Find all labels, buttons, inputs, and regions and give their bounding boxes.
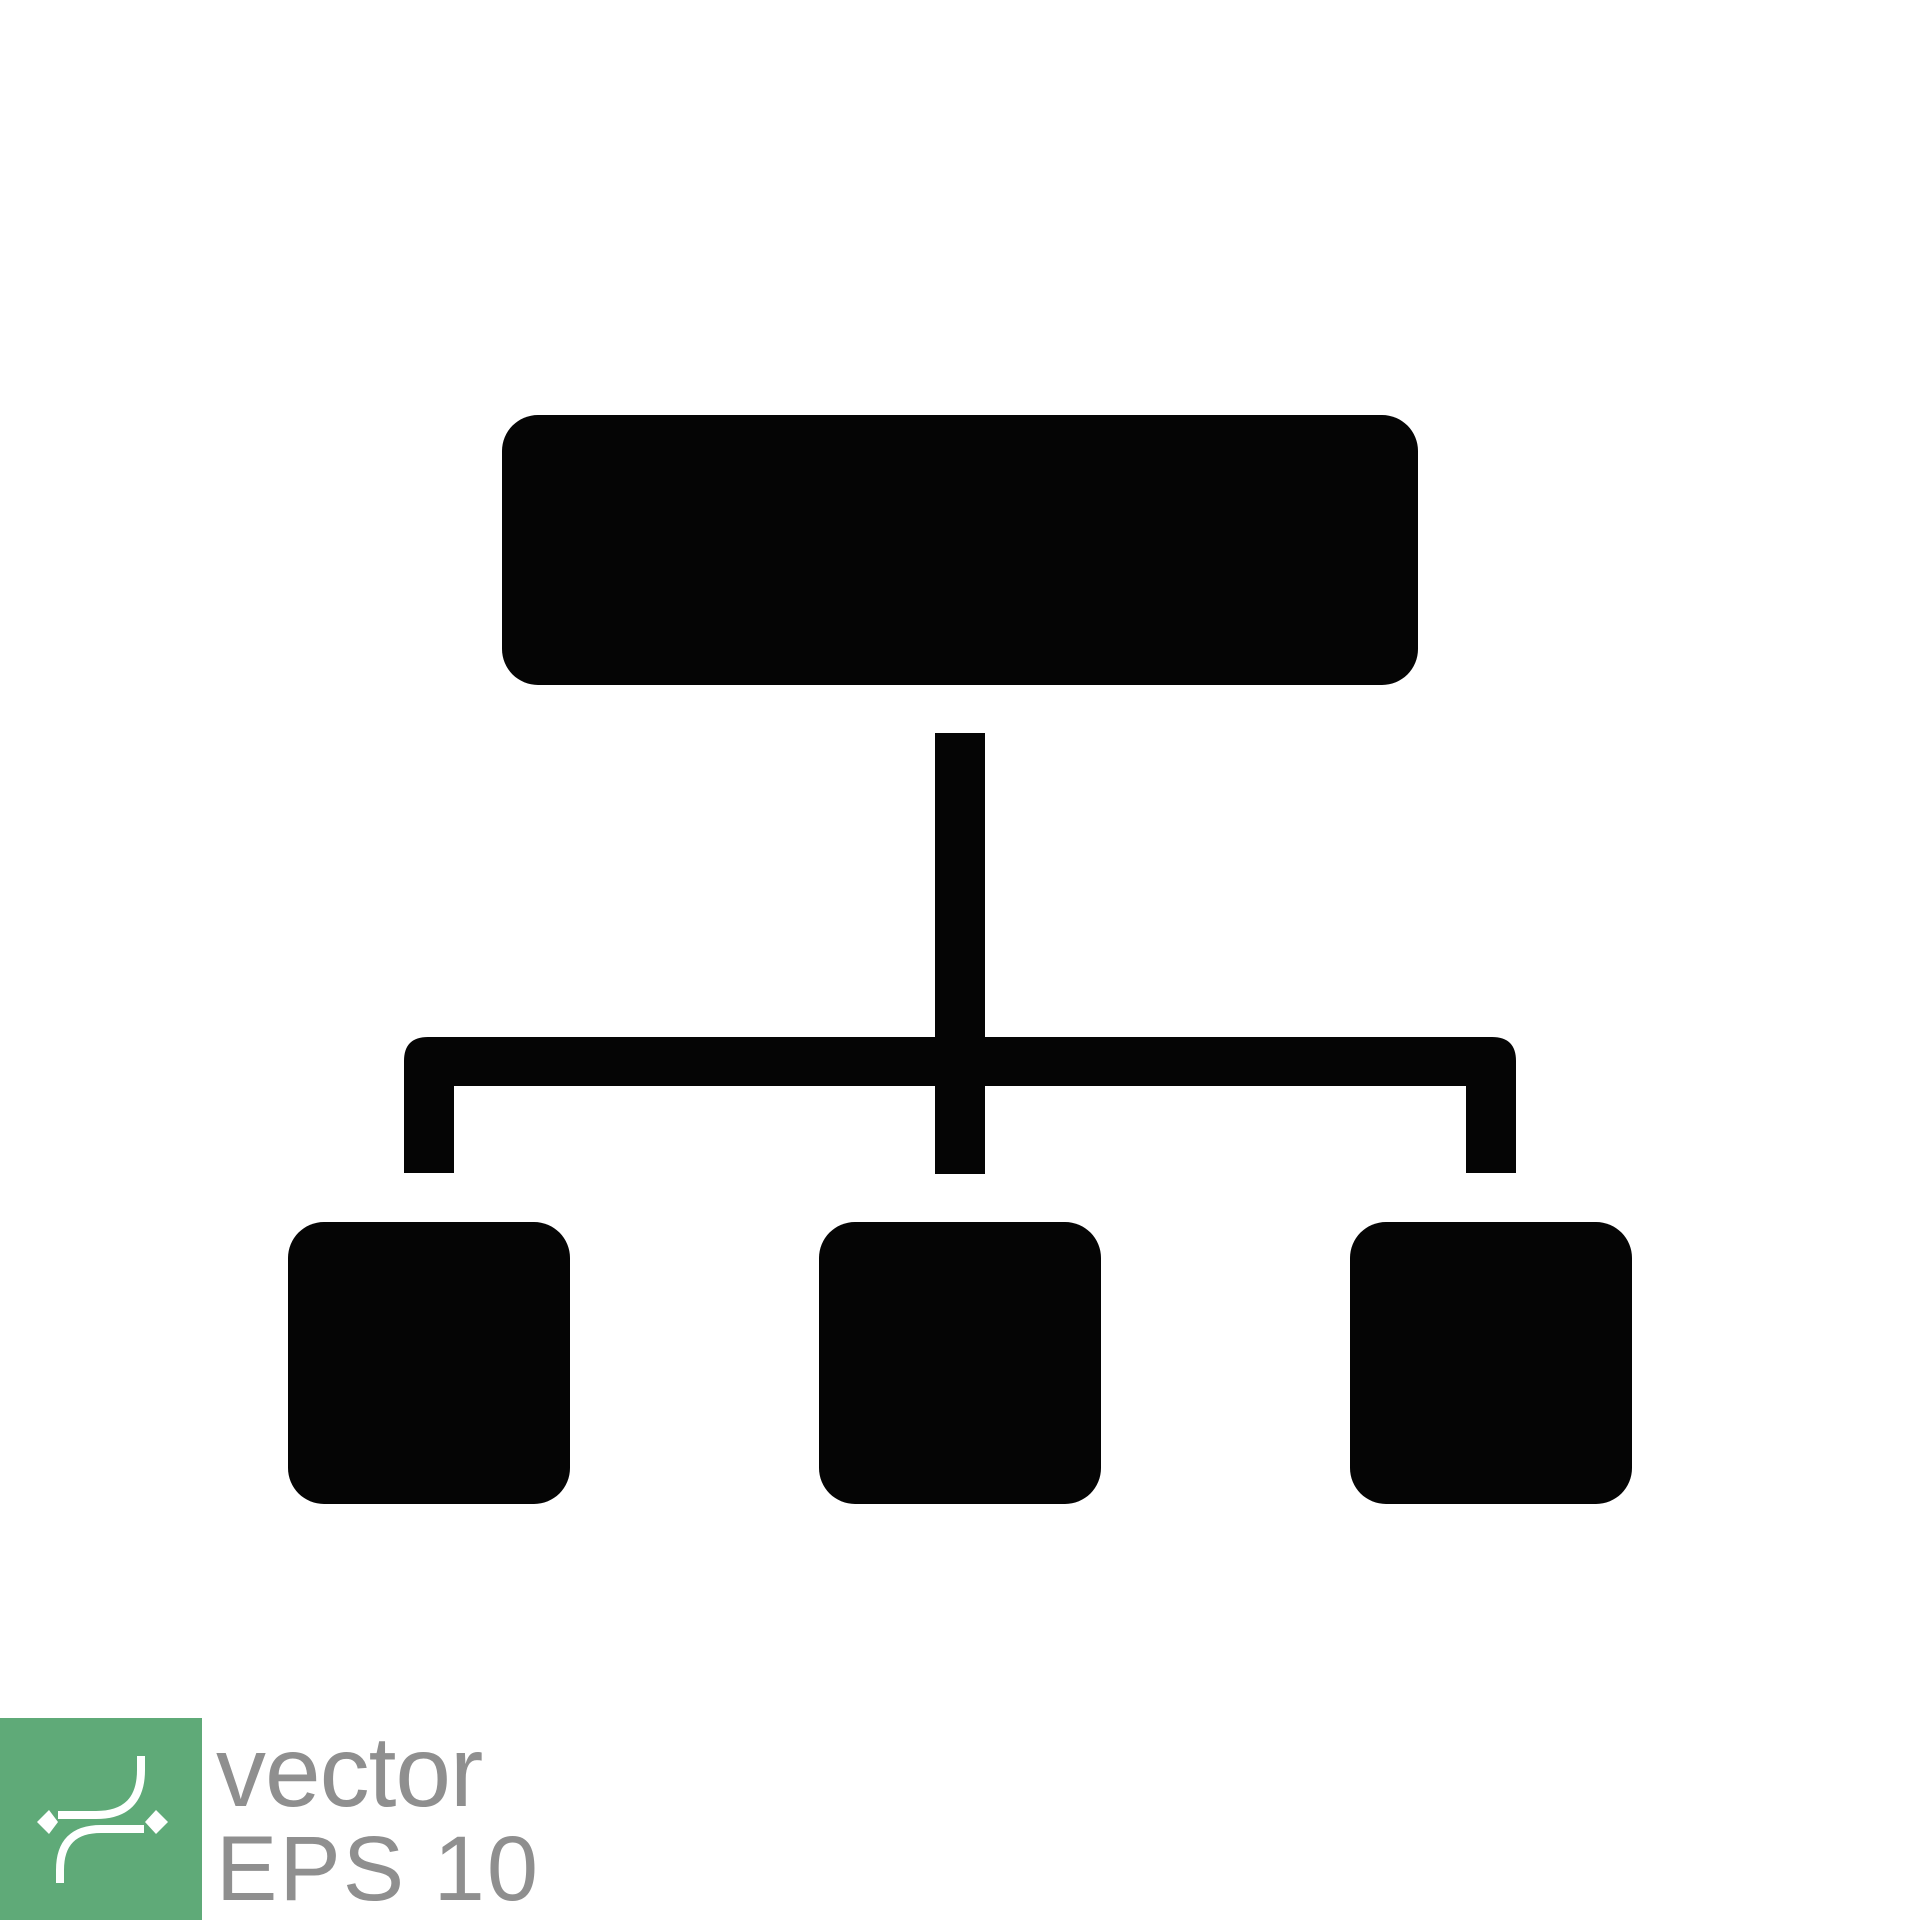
branch-connector [404,1037,1516,1173]
child-node-middle [819,1222,1101,1504]
caption-eps-version: EPS 10 [216,1818,540,1920]
child-node-right [1350,1222,1632,1504]
top-node [502,415,1418,685]
child-node-left [288,1222,570,1504]
vector-badge [0,1718,202,1920]
stem-connector [935,733,985,1174]
hierarchy-icon [288,415,1632,1504]
vector-path-icon [56,1756,145,1883]
caption-vector: vector [216,1716,483,1828]
